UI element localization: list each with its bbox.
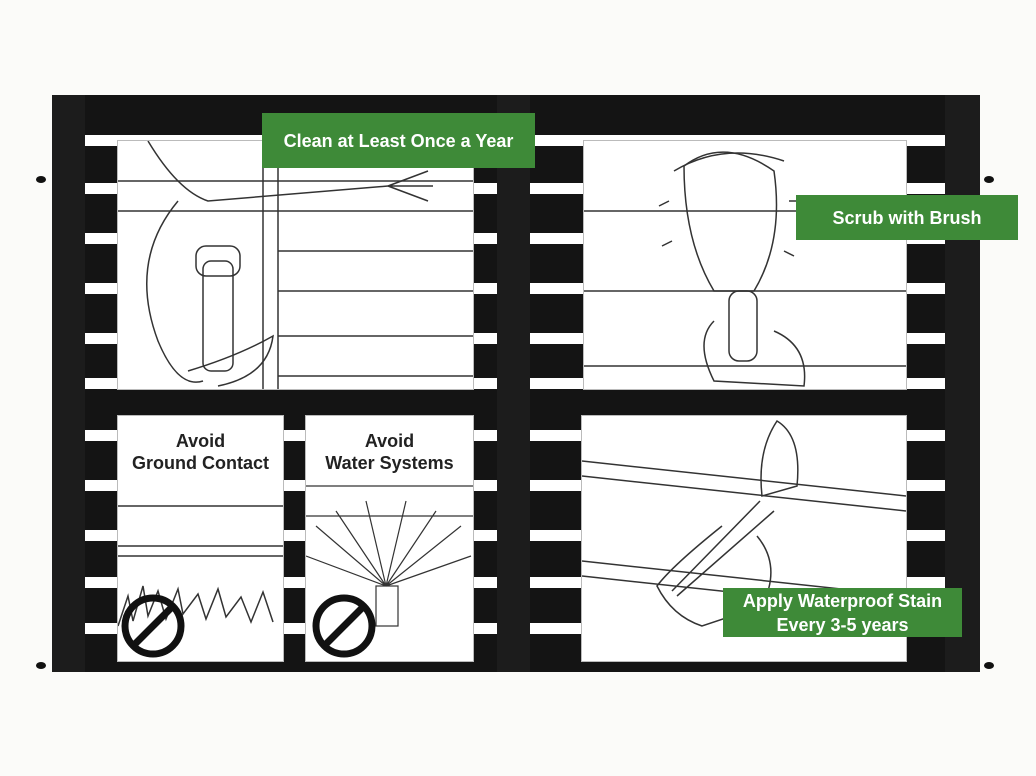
- fence-bracket: [36, 176, 46, 183]
- prohibited-icon: [121, 594, 185, 658]
- panel-scrub: [583, 140, 907, 390]
- label-stain: Apply Waterproof Stain Every 3-5 years: [723, 588, 962, 637]
- fence-bracket: [984, 176, 994, 183]
- warning-title: Avoid: [175, 431, 226, 451]
- brush-illustration: [584, 151, 906, 387]
- fence-post: [52, 95, 85, 672]
- label-stain-line2: Every 3-5 years: [776, 614, 909, 635]
- fence-post: [497, 95, 530, 672]
- fence-bracket: [984, 662, 994, 669]
- ground-illustration: [118, 505, 283, 658]
- label-scrub: Scrub with Brush: [796, 195, 1018, 240]
- warning-subtitle: Water Systems: [325, 453, 454, 473]
- warning-title: Avoid: [364, 431, 415, 451]
- fence-post: [945, 95, 980, 672]
- prohibited-icon: [312, 594, 376, 658]
- label-clean: Clean at Least Once a Year: [262, 113, 535, 168]
- warning-subtitle: Ground Contact: [132, 453, 269, 473]
- fence-bracket: [36, 662, 46, 669]
- panel-pressure-wash: [117, 140, 474, 390]
- sprinkler-illustration: [306, 485, 473, 658]
- label-stain-line1: Apply Waterproof Stain: [742, 590, 943, 611]
- pressure-washer-illustration: [118, 141, 473, 389]
